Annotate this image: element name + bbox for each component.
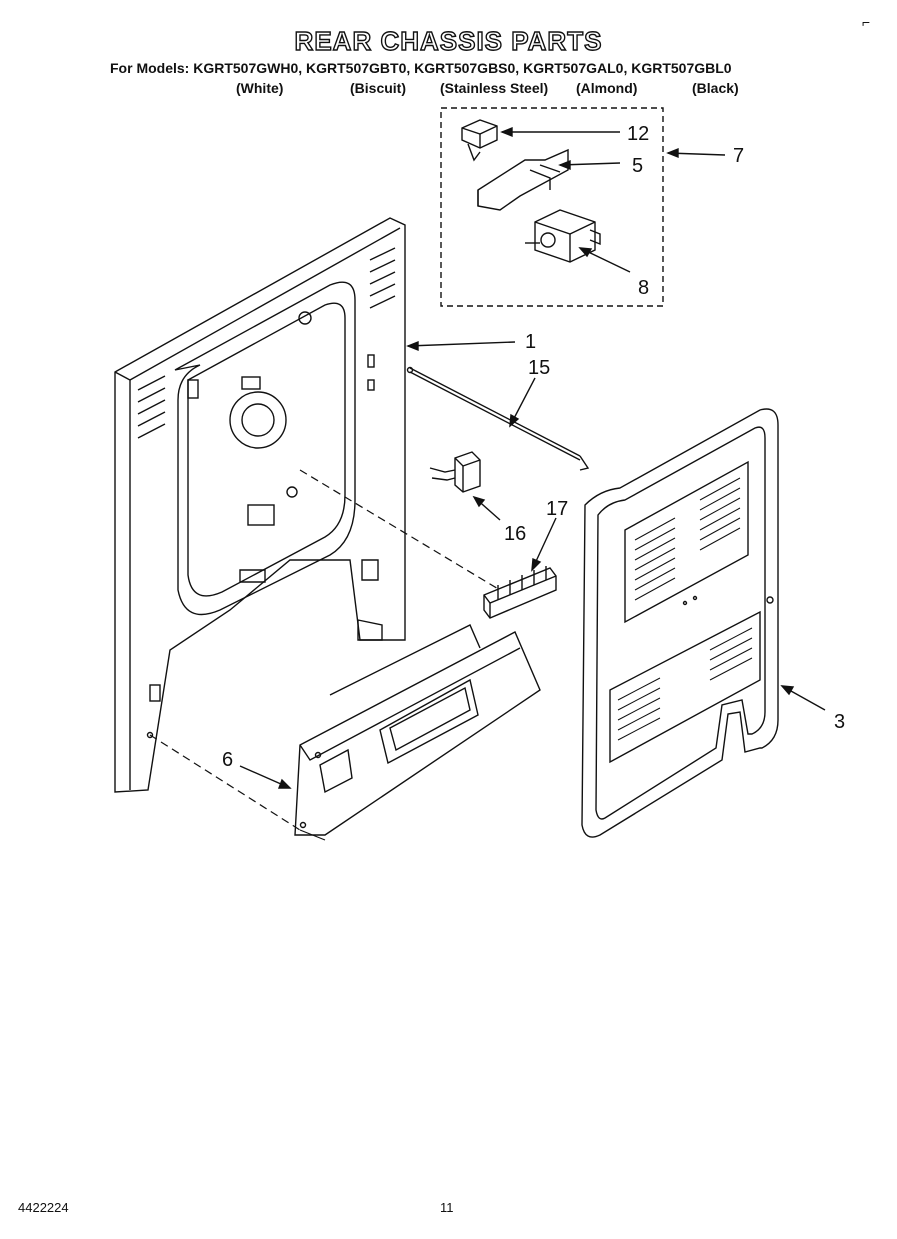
callout-16: 16 bbox=[504, 523, 526, 545]
color-black: (Black) bbox=[692, 80, 739, 96]
part-6-lower-plate bbox=[294, 624, 541, 836]
callout-1: 1 bbox=[525, 331, 536, 353]
callout-3: 3 bbox=[834, 711, 845, 733]
color-white: (White) bbox=[236, 80, 284, 96]
page-title: REAR CHASSIS PARTS bbox=[294, 25, 603, 56]
color-stainless: (Stainless Steel) bbox=[440, 80, 549, 96]
part-1-rear-chassis-panel bbox=[114, 217, 406, 793]
callout-7: 7 bbox=[733, 145, 744, 167]
color-almond: (Almond) bbox=[576, 80, 638, 96]
part-17-terminal-block bbox=[483, 566, 557, 619]
part-5-bracket bbox=[477, 148, 569, 211]
callout-5: 5 bbox=[632, 155, 643, 177]
page-number: 11 bbox=[440, 1200, 454, 1215]
callout-15: 15 bbox=[528, 357, 550, 379]
callout-17: 17 bbox=[546, 498, 568, 520]
part-12-switch bbox=[461, 119, 498, 162]
part-15-rod bbox=[406, 366, 590, 471]
models-line: For Models: KGRT507GWH0, KGRT507GBT0, KG… bbox=[110, 60, 732, 76]
part-16-component bbox=[429, 451, 481, 493]
callout-leaders bbox=[239, 126, 826, 789]
part-3-back-cover bbox=[581, 408, 779, 838]
callout-8: 8 bbox=[638, 277, 649, 299]
assembly-lines bbox=[149, 469, 501, 831]
color-biscuit: (Biscuit) bbox=[350, 80, 406, 96]
callout-12: 12 bbox=[627, 123, 649, 145]
callout-6: 6 bbox=[222, 749, 233, 771]
doc-number: 4422224 bbox=[18, 1200, 69, 1215]
kit-7-dashed-box bbox=[440, 107, 664, 307]
corner-mark: ⌐ bbox=[862, 14, 871, 30]
part-8-solenoid bbox=[525, 209, 601, 263]
